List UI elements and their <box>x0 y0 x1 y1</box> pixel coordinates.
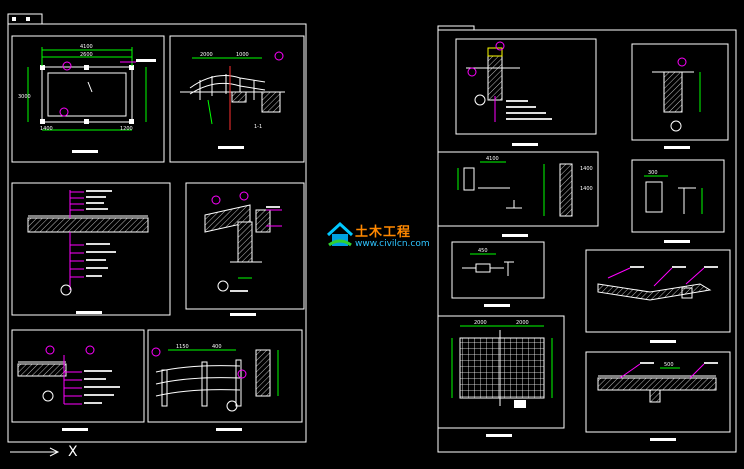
cap-outline <box>487 47 503 57</box>
detail-r6-panel[interactable] <box>585 249 731 343</box>
detail-number-circle <box>42 390 54 402</box>
dim-plan-top-sub: 2600 <box>80 52 93 58</box>
beam-section-hatch <box>597 283 712 301</box>
plan-title-bar <box>72 150 98 153</box>
railing-panel[interactable]: 1150 400 <box>147 329 303 431</box>
railing-rail <box>155 365 241 373</box>
dim-grid-a: 2000 <box>474 320 487 326</box>
detail-callout-icon <box>677 57 687 67</box>
dim-elev-a: 2000 <box>200 52 213 58</box>
detail-2-title-bar <box>230 313 256 316</box>
logo-text-cn: 土木工程 <box>355 225 412 240</box>
left-tab-mark-b <box>26 17 30 21</box>
detail-number-circle <box>60 284 72 296</box>
dim-det-c: 1400 <box>580 186 593 192</box>
floor-grid <box>459 337 545 399</box>
dim-elev-b: 1000 <box>236 52 249 58</box>
detail-callout-icon <box>495 41 505 51</box>
detail-r1-panel[interactable] <box>455 38 597 146</box>
detail-r4-panel[interactable]: 300 <box>631 159 725 243</box>
left-sheet: 4100 2600 3000 1400 1200 <box>7 13 307 457</box>
dim-det-b: 1400 <box>580 166 593 172</box>
r8-title-bar <box>650 438 676 441</box>
detail-r5-panel[interactable]: 450 <box>451 241 545 307</box>
detail-number-circle <box>226 400 238 412</box>
railing-title-bar <box>216 428 242 431</box>
detail-callout-icon <box>62 61 72 71</box>
left-tab-mark-a <box>12 17 16 21</box>
r6-title-bar <box>650 340 676 343</box>
r1-title-bar <box>512 143 538 146</box>
r3-title-bar <box>502 234 528 237</box>
ucs-axis-label: X <box>68 444 78 460</box>
dim-grid-b: 2000 <box>516 320 529 326</box>
dim-det-d: 300 <box>648 170 658 176</box>
section-title-bar <box>76 311 102 314</box>
detail-r7-panel[interactable]: 2000 2000 <box>437 315 565 437</box>
detail-callout-icon <box>239 191 249 201</box>
logo-url-text: www.civilcn.com <box>355 239 430 249</box>
detail-3-title-bar <box>62 428 88 431</box>
plan-note-bar <box>136 59 156 62</box>
abutment-hatch <box>261 91 281 113</box>
dim-rail-b: 400 <box>212 344 222 350</box>
right-sheet-border <box>437 29 737 453</box>
column-ne <box>129 65 134 70</box>
ucs-axis-icon <box>10 447 60 457</box>
elev-title-bar <box>218 146 244 149</box>
dim-plan-bottom-right: 1200 <box>120 126 133 132</box>
left-sheet-border <box>7 23 307 443</box>
section-layers-panel[interactable] <box>11 182 171 316</box>
detail-3-panel[interactable] <box>11 329 145 431</box>
dim-rail-a: 1150 <box>176 344 189 350</box>
right-sheet: 4100 1400 1400 300 <box>437 25 737 453</box>
detail-callout-icon <box>45 345 55 355</box>
detail-callout-icon <box>237 369 247 379</box>
column-se <box>129 119 134 124</box>
detail-number-circle <box>474 94 486 106</box>
dim-det-a: 4100 <box>486 156 499 162</box>
detail-callout-icon <box>151 347 161 357</box>
dim-plan-bottom-left: 1400 <box>40 126 53 132</box>
pavilion-plan-outline <box>41 66 133 123</box>
r7-title-bar <box>486 434 512 437</box>
pavilion-plan-inner <box>47 72 127 117</box>
detail-r8-panel[interactable]: 500 <box>585 351 731 441</box>
section-cut-line <box>87 81 93 93</box>
column-nw <box>40 65 45 70</box>
detail-r2-panel[interactable] <box>631 43 729 149</box>
detail-2-panel[interactable] <box>185 182 305 316</box>
elevation-panel[interactable]: 2000 1000 1-1 <box>169 35 305 163</box>
column-s <box>84 119 89 124</box>
r2-title-bar <box>664 146 690 149</box>
layer-note-bar <box>86 190 112 192</box>
plan-view-panel[interactable]: 4100 2600 3000 1400 1200 <box>11 35 165 163</box>
detail-number-circle <box>217 280 229 292</box>
r4-title-bar <box>664 240 690 243</box>
dim-det-f: 500 <box>664 362 674 368</box>
r5-title-bar <box>484 304 510 307</box>
dim-plan-left: 3000 <box>18 94 31 100</box>
detail-callout-icon <box>211 195 221 205</box>
left-sheet-tab <box>7 13 43 25</box>
column-n <box>84 65 89 70</box>
house-icon <box>326 221 354 247</box>
dim-plan-top-total: 4100 <box>80 44 93 50</box>
civilcn-logo: 土木工程 www.civilcn.com <box>326 219 430 253</box>
detail-number-circle <box>670 120 682 132</box>
detail-callout-icon <box>274 51 284 61</box>
dim-det-e: 450 <box>478 248 488 254</box>
section-mark: 1-1 <box>254 124 262 130</box>
detail-callout-icon <box>467 67 477 77</box>
detail-callout-icon <box>59 107 69 117</box>
detail-callout-icon <box>85 345 95 355</box>
bridge-arch-rail <box>189 75 266 89</box>
pavement-section-hatch <box>27 217 149 233</box>
detail-r3-panel[interactable]: 4100 1400 1400 <box>437 151 599 237</box>
column-sw <box>40 119 45 124</box>
